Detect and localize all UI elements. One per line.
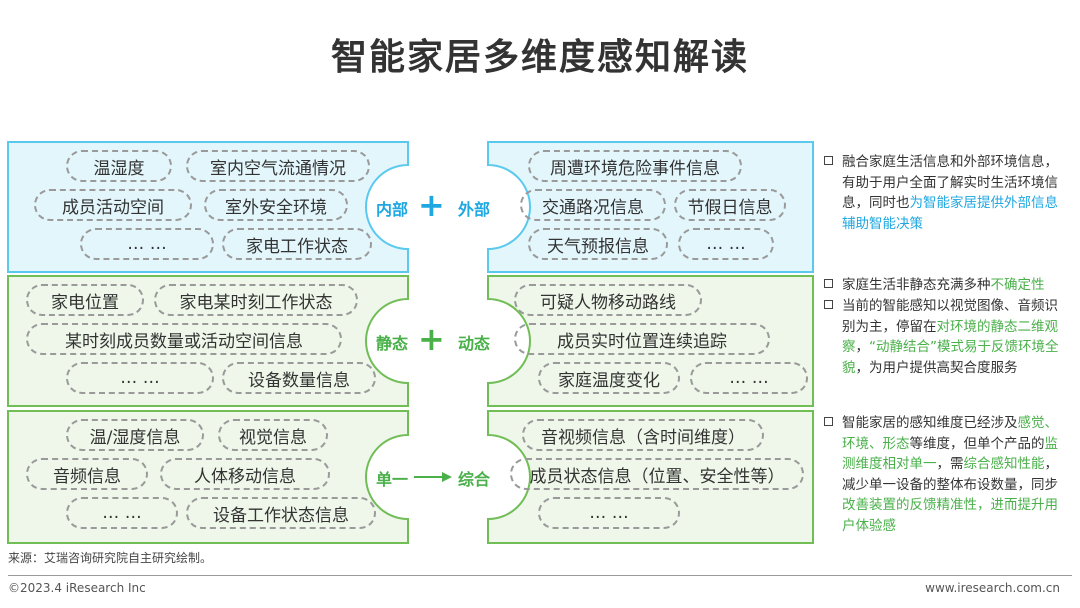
right-info-pill: 周遭环境危险事件信息 [528, 150, 742, 182]
footer-copyright: ©2023.4 iResearch Inc [8, 581, 146, 595]
note-block: 当前的智能感知以视觉图像、音频识别为主，停留在对环境的静态二维观察，“动静结合”… [822, 296, 1067, 378]
left-info-pill: 温/湿度信息 [66, 419, 204, 451]
left-info-pill: 设备数量信息 [222, 362, 376, 394]
note-text: 为智能家居提供外部信息辅助智能决策 [842, 195, 1058, 232]
left-info-pill: 温湿度 [66, 150, 172, 182]
note-text: ， [855, 339, 870, 355]
arrow-connector-head [442, 472, 452, 482]
plus-connector: + [418, 320, 445, 358]
right-info-pill: … … [678, 228, 774, 260]
note-text: ，为用户提供高契合度服务 [855, 359, 1018, 376]
right-info-pill: 交通路况信息 [520, 189, 666, 221]
note-text: 感觉、环境、形态 [842, 415, 1058, 452]
left-info-pill: 某时刻成员数量或活动空间信息 [26, 323, 342, 355]
note-text: 综合感知性能 [963, 456, 1045, 472]
note-text: 智能家居的感知维度已经涉及 [842, 415, 1018, 431]
note-text: “动静结合”模式易于反馈环境全貌 [842, 339, 1059, 376]
note-text: 家庭生活非静态充满多种 [842, 277, 991, 293]
note-text: 监测维度相对单一 [842, 435, 1058, 473]
right-info-pill: … … [538, 497, 680, 529]
footer-website: www.iresearch.com.cn [925, 581, 1060, 595]
left-info-pill: 人体移动信息 [160, 458, 330, 490]
left-info-pill: 家电某时刻工作状态 [154, 284, 358, 316]
left-panel-3 [7, 410, 409, 544]
left-info-pill: 家电位置 [26, 284, 144, 316]
right-info-pill: 可疑人物移动路线 [514, 284, 702, 316]
checkbox-bullet-icon [824, 417, 833, 426]
left-panel-2 [7, 275, 409, 407]
note-block: 智能家居的感知维度已经涉及感觉、环境、形态等维度，但单个产品的监测维度相对单一，… [822, 413, 1067, 536]
right-info-pill: 家庭温度变化 [538, 362, 680, 394]
note-text: 融合家庭生活信息和外部环境信息，有助于用户全面了解实时生活环境信息，同时也 [842, 154, 1058, 211]
left-info-pill: 音频信息 [26, 458, 148, 490]
source-note: 来源：艾瑞咨询研究院自主研究绘制。 [8, 551, 213, 565]
note-text: ，需 [936, 456, 964, 472]
left-info-pill: 室外安全环境 [204, 189, 348, 221]
note-text: 对环境的静态二维观察 [842, 318, 1058, 356]
right-info-pill: 天气预报信息 [528, 228, 668, 260]
right-category-label: 综合 [458, 470, 491, 489]
left-info-pill: 室内空气流通情况 [186, 150, 370, 182]
left-info-pill: … … [66, 497, 178, 529]
right-category-label: 外部 [458, 200, 491, 219]
page-title: 智能家居多维度感知解读 [330, 37, 749, 78]
left-info-pill: 成员活动空间 [34, 189, 192, 221]
right-info-pill: 音视频信息（含时间维度） [522, 419, 764, 451]
note-text: 不确定性 [990, 277, 1045, 293]
note-block: 家庭生活非静态充满多种不确定性 [822, 275, 1067, 296]
note-text: 当前的智能感知以视觉图像、音频识别为主，停留在 [842, 298, 1058, 335]
right-info-pill: 成员实时位置连续追踪 [514, 323, 770, 355]
left-category-label: 静态 [376, 334, 409, 353]
left-info-pill: 设备工作状态信息 [186, 497, 376, 529]
left-info-pill: … … [66, 362, 214, 394]
checkbox-bullet-icon [824, 300, 833, 309]
note-block: 融合家庭生活信息和外部环境信息，有助于用户全面了解实时生活环境信息，同时也为智能… [822, 152, 1067, 234]
left-info-pill: … … [80, 228, 214, 260]
left-info-pill: 视觉信息 [218, 419, 328, 451]
left-category-label: 单一 [376, 470, 409, 489]
checkbox-bullet-icon [824, 279, 833, 288]
plus-connector: + [418, 186, 445, 224]
left-category-label: 内部 [376, 200, 409, 219]
left-info-pill: 家电工作状态 [222, 228, 372, 260]
note-text: 改善装置的反馈精准性，进而提升用户体验感 [842, 497, 1058, 534]
right-info-pill: 节假日信息 [674, 189, 786, 221]
note-text: 等维度，但单个产品的 [909, 435, 1045, 452]
note-text: ，减少单一设备的整体布设数量，同步 [842, 456, 1058, 493]
right-info-pill: … … [690, 362, 808, 394]
footer-divider [8, 575, 1072, 576]
right-info-pill: 成员状态信息（位置、安全性等） [510, 458, 804, 490]
checkbox-bullet-icon [824, 156, 833, 165]
right-category-label: 动态 [458, 334, 491, 353]
right-panel-3 [487, 410, 814, 544]
